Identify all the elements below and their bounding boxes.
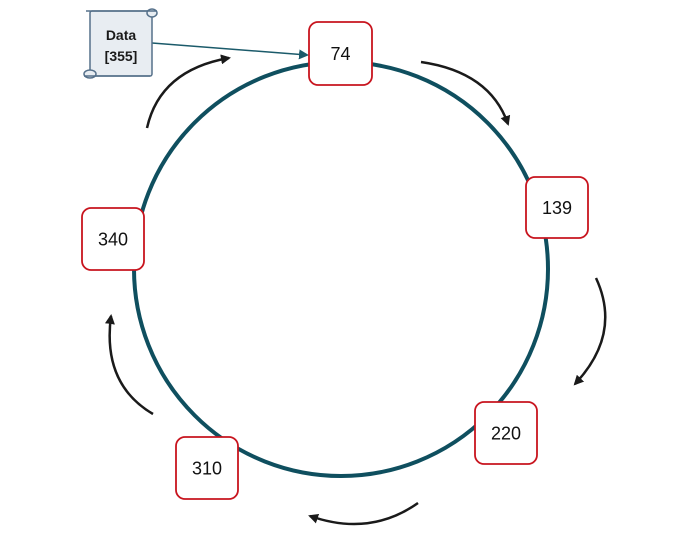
scroll-icon xyxy=(83,8,158,79)
direction-arrows xyxy=(104,54,607,526)
ring-node-74: 74 xyxy=(308,21,373,86)
arrow-310-to-340 xyxy=(104,314,154,416)
node-label: 139 xyxy=(542,198,572,218)
arrow-220-to-310 xyxy=(308,501,419,526)
node-label: 220 xyxy=(491,424,521,444)
data-item-title: Data xyxy=(106,27,137,43)
ring-node-310: 310 xyxy=(175,436,239,500)
ring-node-220: 220 xyxy=(474,401,538,465)
data-item: Data [355] xyxy=(83,8,158,79)
data-pointer-arrow xyxy=(151,42,309,60)
arrow-74-to-139 xyxy=(420,60,511,126)
arrow-139-to-220 xyxy=(573,277,607,386)
node-label: 310 xyxy=(192,459,222,479)
node-label: 74 xyxy=(330,44,350,64)
ring-node-340: 340 xyxy=(81,207,145,271)
arrow-340-to-74 xyxy=(145,54,231,129)
node-label: 340 xyxy=(98,230,128,250)
data-item-value: [355] xyxy=(105,48,138,64)
ring-node-139: 139 xyxy=(525,176,589,239)
